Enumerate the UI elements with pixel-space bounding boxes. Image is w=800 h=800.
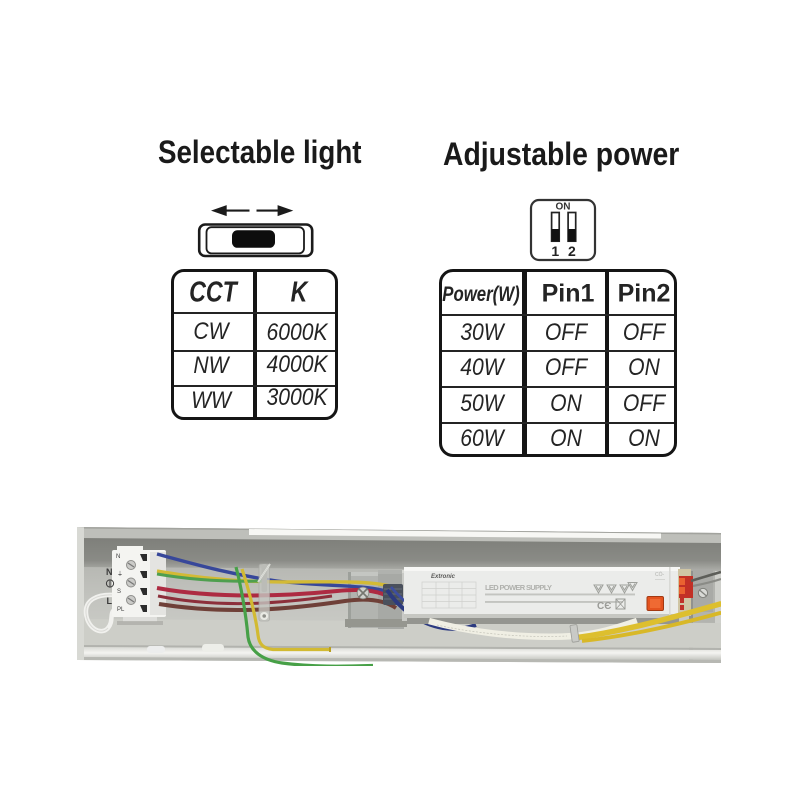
svg-text:Extronic: Extronic — [431, 574, 456, 580]
svg-text:CŌ-: CŌ- — [655, 571, 665, 578]
svg-text:N: N — [116, 554, 120, 560]
svg-text:N: N — [106, 567, 113, 577]
svg-text:L: L — [107, 596, 113, 606]
svg-text:——: —— — [655, 577, 665, 583]
svg-text:LED POWER SUPPLY: LED POWER SUPPLY — [485, 583, 552, 592]
svg-text:S: S — [117, 589, 121, 595]
svg-text:ON: ON — [556, 202, 571, 213]
svg-text:⏚: ⏚ — [117, 571, 123, 578]
svg-text:1: 1 — [551, 243, 559, 259]
svg-text:CЄ: CЄ — [597, 601, 611, 612]
svg-text:2: 2 — [568, 243, 576, 259]
svg-text:PL: PL — [117, 607, 125, 613]
